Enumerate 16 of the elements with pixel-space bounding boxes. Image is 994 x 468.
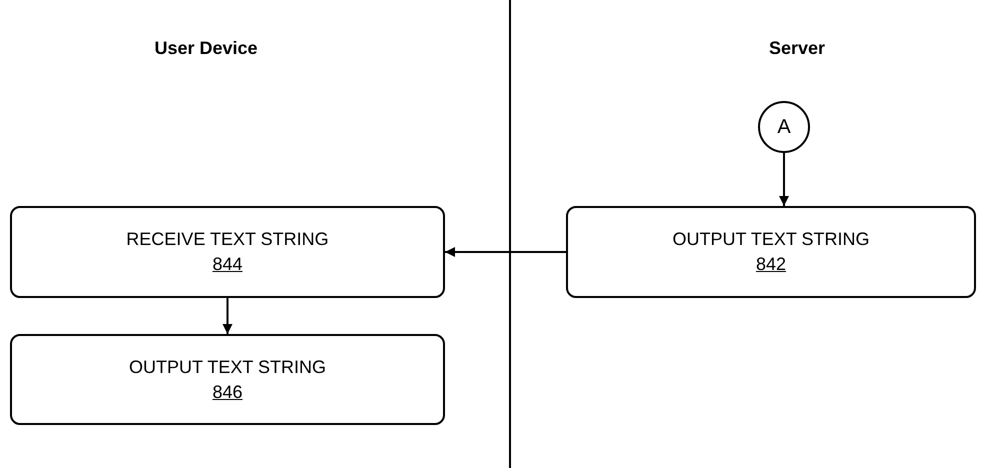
step-label: OUTPUT TEXT STRING [128,356,326,378]
process-box [10,334,445,425]
reference-number: 842 [756,254,786,275]
process-box [566,206,976,298]
arrow [445,247,566,257]
column-heading: Server [768,38,826,59]
arrow [779,153,789,206]
reference-number: 844 [212,254,243,275]
column-heading: User Device [154,38,258,59]
step-label: RECEIVE TEXT STRING [126,229,329,250]
process-box [10,206,445,298]
arrow [222,298,232,334]
connector-circle [758,101,810,153]
step-label: OUTPUT TEXT STRING [672,229,870,250]
reference-number: 846 [212,382,243,402]
connector-label: A [777,116,791,138]
